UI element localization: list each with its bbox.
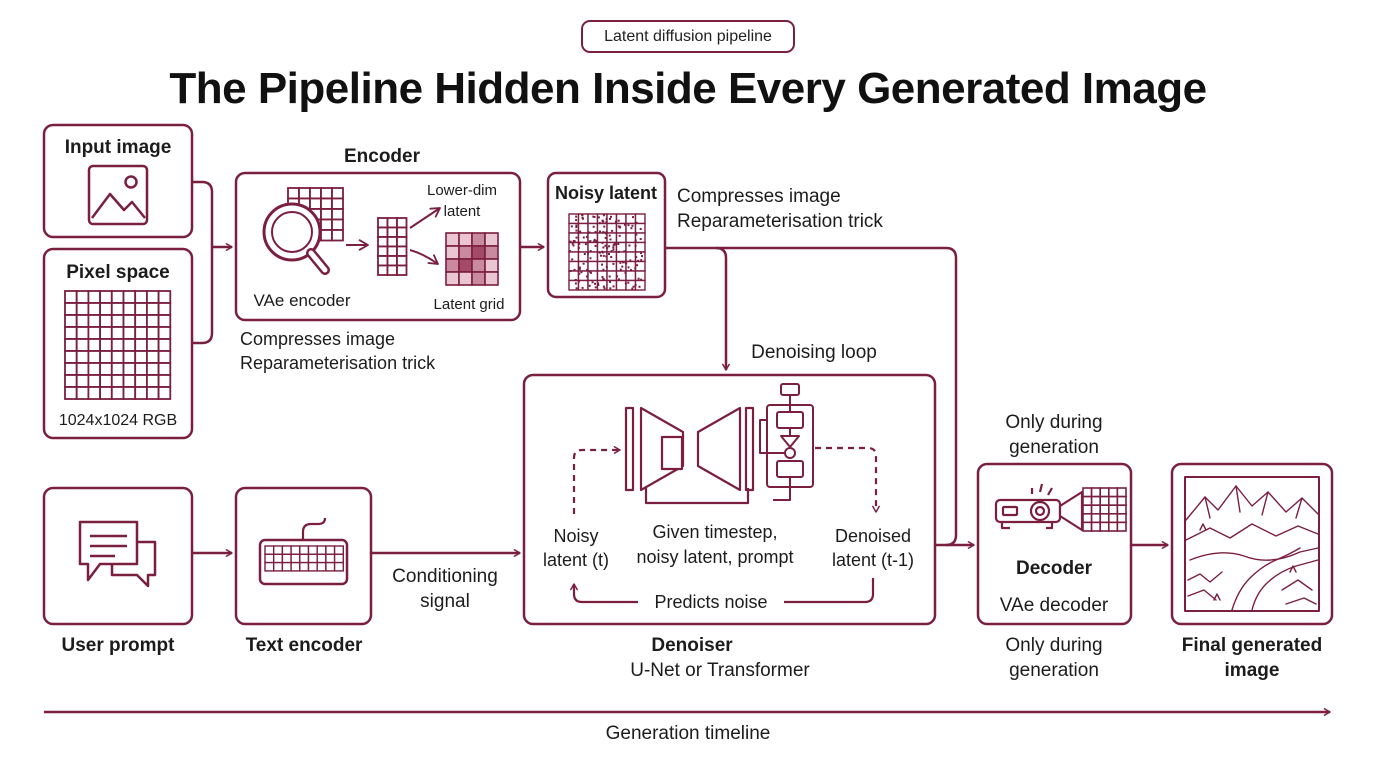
noisy-latent-card: Noisy latent: [546, 171, 667, 299]
decoder-title: Decoder: [1016, 558, 1093, 579]
denoiser-card: Noisy latent (t) Given timestep, noisy l…: [522, 373, 937, 626]
final-image-line2: image: [1225, 660, 1280, 681]
decoder-note-bottom-2: generation: [1009, 660, 1099, 681]
lowerdim-line2: latent: [444, 203, 482, 220]
noisy-caption-2: Reparameterisation trick: [677, 211, 883, 232]
pixel-grid-icon: [64, 290, 172, 400]
predicts-noise-loop: [570, 578, 875, 604]
input-image-label: Input image: [65, 137, 172, 158]
loop-dashed-arrows: [572, 446, 880, 514]
predicts-noise-label: Predicts noise: [654, 592, 767, 612]
latent-grid-icon: [445, 232, 499, 286]
vae-decoder-label: VAe decoder: [1000, 595, 1109, 616]
latentgrid-arrow: [409, 249, 439, 265]
decoder-note-top-1: Only during: [1005, 412, 1102, 433]
encoder-card: Lower-dim latent VAe encoder Latent grid: [234, 171, 522, 322]
given-line1: Given timestep,: [652, 522, 777, 542]
small-grid-icon: [377, 217, 408, 276]
given-line2: noisy latent, prompt: [636, 547, 793, 567]
encoder-caption-2: Reparameterisation trick: [240, 353, 436, 373]
image-icon: [87, 164, 149, 226]
lowerdim-arrow: [409, 207, 441, 229]
denoiser-subtitle: U-Net or Transformer: [630, 660, 810, 681]
noisy-caption-1: Compresses image: [677, 186, 841, 207]
decoder-note-top-2: generation: [1009, 437, 1099, 458]
lowerdim-line1: Lower-dim: [427, 182, 497, 199]
decoder-grid-icon: [1082, 487, 1127, 532]
denoised-line1: Denoised: [835, 526, 911, 546]
final-image-line1: Final generated: [1182, 635, 1322, 656]
conditioning-line2: signal: [420, 591, 470, 612]
decoder-card: Decoder VAe decoder: [976, 462, 1133, 626]
noise-grid-icon: [568, 213, 646, 291]
transformer-block-icon: [759, 383, 814, 501]
unet-icon: [624, 406, 755, 505]
pipeline-badge: Latent diffusion pipeline: [581, 20, 795, 53]
text-encoder-card: [234, 486, 373, 626]
encoder-caption-1: Compresses image: [240, 329, 395, 349]
magnifier-icon: [262, 202, 330, 275]
decoder-note-bottom-1: Only during: [1005, 635, 1102, 656]
pixel-space-label: Pixel space: [66, 262, 170, 283]
encoder-title: Encoder: [344, 146, 421, 167]
noisy-latent-label: Noisy latent: [555, 183, 657, 203]
projector-icon: [994, 483, 1084, 532]
landscape-image: [1184, 476, 1320, 612]
noisy-t-line2: latent (t): [543, 550, 609, 570]
text-encoder-label: Text encoder: [246, 635, 363, 656]
vae-encoder-label: VAe encoder: [253, 291, 350, 310]
pixel-space-card: Pixel space 1024x1024 RGB: [42, 247, 194, 440]
latent-grid-label: Latent grid: [434, 296, 505, 313]
page-title: The Pipeline Hidden Inside Every Generat…: [169, 64, 1207, 113]
keyboard-icon: [258, 517, 349, 586]
denoising-loop-label: Denoising loop: [751, 342, 877, 363]
denoised-line2: latent (t-1): [832, 550, 914, 570]
denoiser-title: Denoiser: [651, 635, 733, 656]
chat-bubbles-icon: [78, 520, 157, 588]
timeline-label: Generation timeline: [606, 723, 771, 744]
input-image-card: Input image: [42, 123, 194, 239]
user-prompt-card: [42, 486, 194, 626]
final-image-card: [1170, 462, 1334, 626]
conditioning-line1: Conditioning: [392, 566, 498, 587]
input-connector: [192, 180, 233, 345]
noisy-t-line1: Noisy: [553, 526, 598, 546]
pixel-resolution: 1024x1024 RGB: [59, 412, 177, 429]
user-prompt-label: User prompt: [62, 635, 176, 656]
